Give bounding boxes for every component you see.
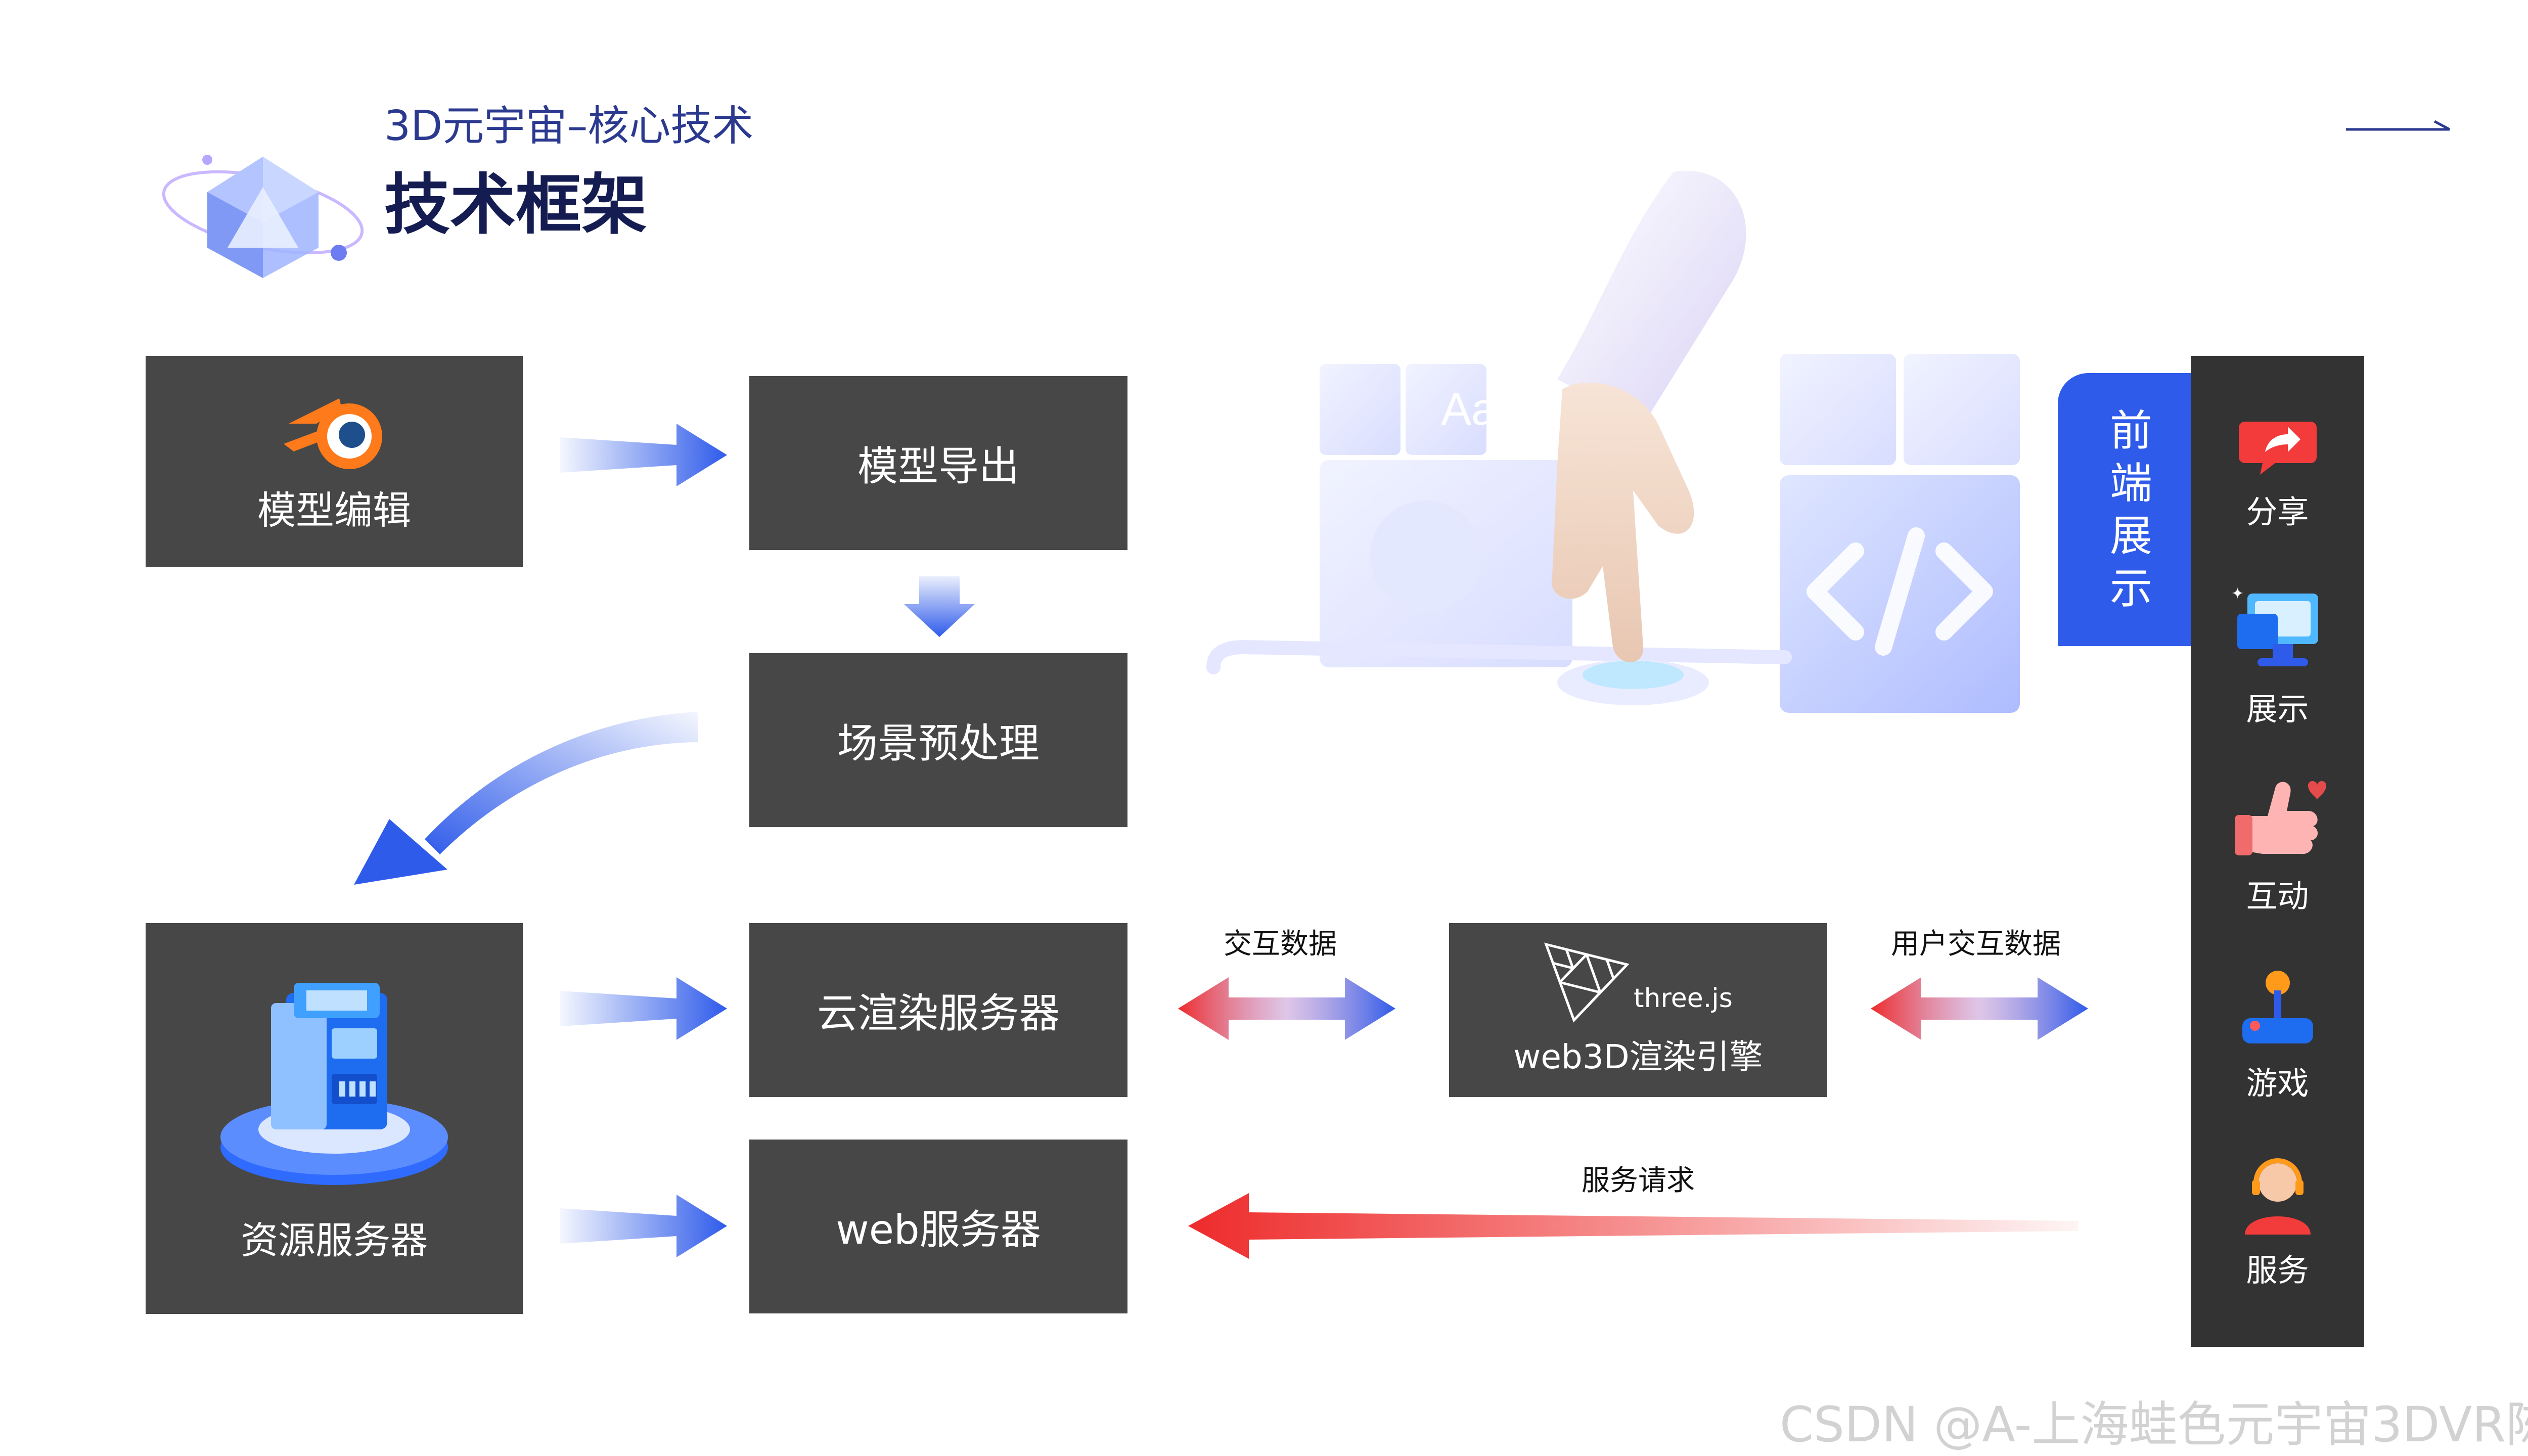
- arrow-service-request: [1188, 1193, 2078, 1259]
- frontend-item-service[interactable]: 服务: [2191, 1155, 2364, 1290]
- frontend-item-game[interactable]: 游戏: [2191, 968, 2364, 1103]
- threejs-logo-text: three.js: [1634, 983, 1733, 1014]
- header-subtitle: 3D元宇宙–核心技术: [384, 102, 754, 150]
- frontend-title-tab: 前 端 展 示: [2058, 373, 2204, 646]
- arrow-export-to-preprocess: [904, 576, 975, 637]
- cloud-render-server-box: 云渲染服务器: [749, 923, 1127, 1097]
- frontend-title-char-3: 展: [2109, 511, 2152, 561]
- model-edit-label: 模型编辑: [257, 488, 411, 533]
- scene-preprocess-box: 场景预处理: [749, 653, 1127, 827]
- web3d-engine-label: web3D渲染引擎: [1513, 1037, 1763, 1076]
- resource-server-label: 资源服务器: [241, 1219, 428, 1262]
- web-server-label: web服务器: [836, 1206, 1041, 1253]
- cloud-render-server-label: 云渲染服务器: [817, 990, 1060, 1037]
- frontend-item-share[interactable]: 分享: [2191, 412, 2364, 532]
- frontend-item-display[interactable]: ✦ 展示: [2191, 583, 2364, 729]
- arrow-edit-to-export: [560, 424, 727, 486]
- interaction-data-label: 交互数据: [1224, 928, 1337, 961]
- arrow-cloud-engine-bidirectional: [1178, 977, 1395, 1040]
- frontend-title-char-2: 端: [2109, 459, 2152, 508]
- arrow-preprocess-to-resource: [354, 712, 698, 885]
- thumbs-up-icon: [2234, 781, 2326, 855]
- resource-server-box: 资源服务器: [146, 923, 523, 1314]
- frontend-title-char-4: 示: [2109, 564, 2152, 613]
- frontend-item-interact-label: 互动: [2246, 878, 2309, 915]
- web3d-engine-box: three.js web3D渲染引擎: [1449, 923, 1827, 1097]
- joystick-icon: [2242, 971, 2313, 1043]
- svg-text:Aa: Aa: [1441, 384, 1497, 435]
- hand-pressing-button-illustration: Aa: [1206, 170, 2020, 713]
- arrow-resource-to-cloud: [560, 977, 727, 1040]
- customer-service-icon: [2244, 1158, 2311, 1235]
- frontend-item-interact[interactable]: 互动: [2191, 776, 2364, 916]
- next-arrow-icon[interactable]: [2346, 117, 2452, 138]
- service-request-label: 服务请求: [1582, 1164, 1695, 1197]
- user-interaction-data-label: 用户交互数据: [1891, 928, 2061, 961]
- arrow-engine-frontend-bidirectional: [1871, 977, 2088, 1040]
- blender-icon: [284, 398, 382, 469]
- frontend-sidebar: 分享 ✦ 展示 互动 游戏: [2191, 356, 2364, 1347]
- frontend-item-display-label: 展示: [2246, 691, 2309, 727]
- web-server-box: web服务器: [749, 1140, 1127, 1313]
- page-title: 技术框架: [384, 166, 648, 243]
- threejs-logo: three.js: [1544, 942, 1733, 1023]
- arrow-resource-to-web: [560, 1195, 727, 1257]
- model-export-label: 模型导出: [857, 443, 1019, 490]
- server-stack-icon: [220, 983, 448, 1185]
- share-icon: [2238, 422, 2317, 475]
- model-edit-box: 模型编辑: [146, 356, 523, 567]
- frontend-item-service-label: 服务: [2246, 1252, 2309, 1289]
- model-export-box: 模型导出: [749, 376, 1127, 550]
- svg-text:✦: ✦: [2231, 585, 2244, 603]
- frontend-item-game-label: 游戏: [2246, 1065, 2309, 1102]
- frontend-item-share-label: 分享: [2246, 493, 2309, 530]
- scene-preprocess-label: 场景预处理: [837, 720, 1040, 767]
- display-icon: ✦: [2231, 585, 2318, 666]
- threejs-icon: [1544, 942, 1630, 1023]
- brand-crystal-icon: [162, 155, 364, 278]
- frontend-title-char-1: 前: [2109, 406, 2152, 456]
- watermark: CSDN @A-上海蛙色元宇宙3DVR陈总: [1780, 1396, 2528, 1453]
